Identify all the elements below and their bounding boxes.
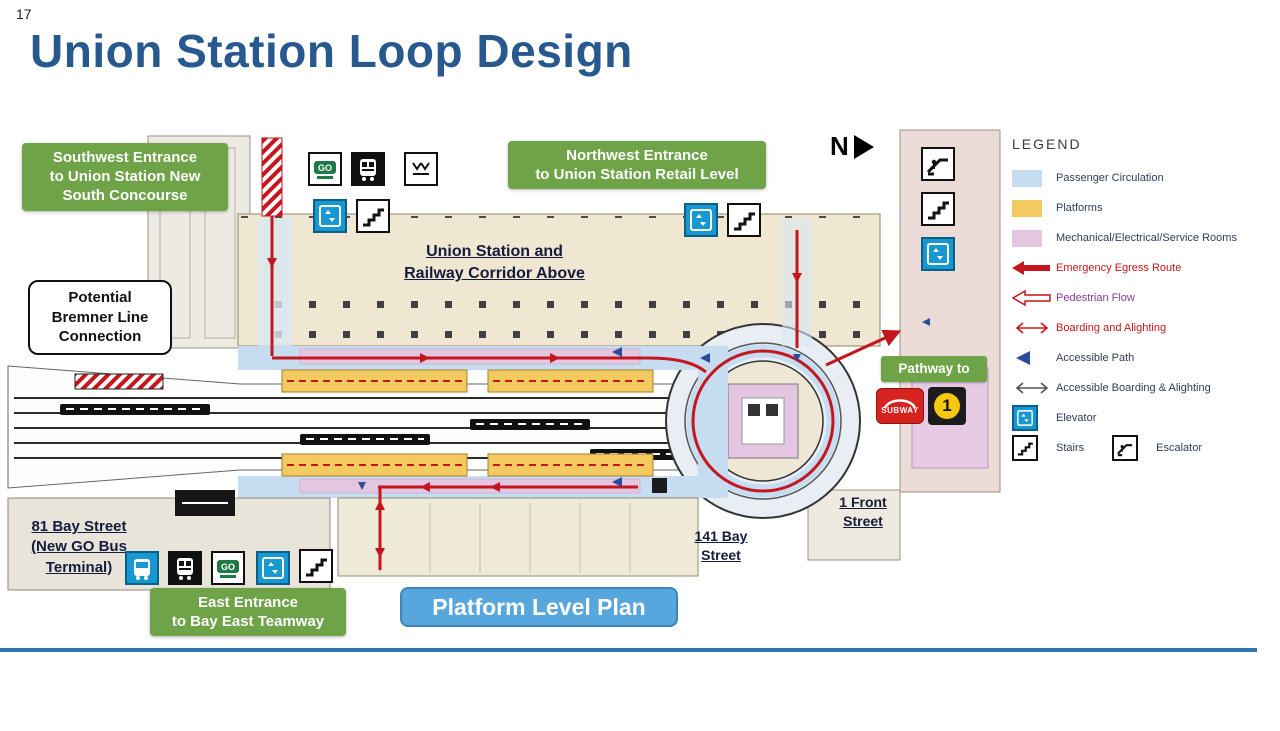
pathway-to-label: Pathway to <box>881 356 987 382</box>
callout-line: to Bay East Teamway <box>171 613 325 631</box>
legend-label: Escalator <box>1156 442 1202 454</box>
label-line: 81 Bay Street <box>31 518 127 535</box>
label-line: Union Station and <box>426 243 563 260</box>
label-line: Terminal) <box>45 558 113 576</box>
stairs-icon <box>356 199 390 233</box>
escalator-icon <box>1112 435 1139 461</box>
elevator-icon <box>1012 405 1038 431</box>
legend-item: Accessible Boarding & Alighting <box>1012 378 1280 398</box>
label-line: 141 Bay <box>694 528 748 544</box>
legend-item: Boarding and Alighting <box>1012 318 1280 338</box>
accessible-path-triangle-icon <box>1012 350 1056 366</box>
label-line: (New GO Bus <box>31 538 127 556</box>
note-line: Connection <box>58 328 142 345</box>
label-line: 1 Front <box>839 494 887 510</box>
callout-line: to Union Station New <box>49 168 201 186</box>
stairs-icon <box>299 549 333 583</box>
note-line: Bremner Line <box>51 308 149 326</box>
legend-item: Passenger Circulation <box>1012 168 1280 188</box>
legend-label: Boarding and Alighting <box>1056 322 1167 334</box>
stairs-icon <box>727 203 761 237</box>
legend-label: Passenger Circulation <box>1056 172 1164 184</box>
train-icon <box>351 152 385 186</box>
label-line: Railway Corridor Above <box>404 264 585 282</box>
mechanical-rooms-swatch <box>1012 229 1042 247</box>
legend-label: Accessible Path <box>1056 352 1135 364</box>
train-icon <box>168 551 202 585</box>
north-arrow: N <box>830 131 874 162</box>
bus-icon <box>125 551 159 585</box>
ttc-arc-icon <box>883 399 917 409</box>
plan-title-box: Platform Level Plan <box>400 587 678 627</box>
floor-plan <box>7 129 1001 591</box>
north-triangle-icon <box>853 134 874 159</box>
north-label: N <box>830 131 849 161</box>
stairs-icon <box>1012 435 1038 461</box>
legend-label: Accessible Boarding & Alighting <box>1056 382 1211 394</box>
line-1-badge: 1 <box>928 387 966 425</box>
go-transit-icon: GO <box>211 551 245 585</box>
label-141-bay-street: 141 Bay Street <box>663 527 779 565</box>
elevator-icon <box>921 237 955 271</box>
label-1-front-street: 1 Front Street <box>822 493 904 531</box>
platforms-swatch <box>1012 199 1042 217</box>
boarding-alighting-arrow-icon <box>1012 320 1056 336</box>
callout-southwest-entrance: Southwest Entrance to Union Station New … <box>22 143 228 211</box>
note-line: Potential <box>68 289 132 306</box>
elevator-icon <box>313 199 347 233</box>
elevator-icon <box>684 203 718 237</box>
accessible-boarding-arrow-icon <box>1012 380 1056 396</box>
legend-title: LEGEND <box>1012 136 1082 152</box>
callout-line: South Concourse <box>62 187 188 205</box>
svg-text:GO: GO <box>221 562 235 572</box>
passenger-circulation-swatch <box>1012 169 1042 187</box>
ttc-subway-badge: SUBWAY <box>876 388 924 424</box>
page-title: Union Station Loop Design <box>30 25 633 77</box>
pedestrian-flow-arrow-icon <box>1012 290 1056 306</box>
svg-text:GO: GO <box>318 163 332 173</box>
subway-label: SUBWAY <box>881 406 919 415</box>
callout-northwest-entrance: Northwest Entrance to Union Station Reta… <box>508 141 766 190</box>
legend-item: Mechanical/Electrical/Service Rooms <box>1012 228 1280 248</box>
callout-line: East Entrance <box>197 594 299 611</box>
go-transit-icon: GO <box>308 152 342 186</box>
legend-label: Emergency Egress Route <box>1056 262 1182 274</box>
emergency-egress-arrow-icon <box>1012 260 1056 276</box>
legend-label: Platforms <box>1056 202 1103 214</box>
legend-item: Stairs Escalator <box>1012 435 1280 461</box>
callout-line: Northwest Entrance <box>566 147 708 164</box>
page-number: 17 <box>16 6 32 22</box>
legend-item: Accessible Path <box>1012 348 1280 368</box>
callout-bremner-connection: Potential Bremner Line Connection <box>28 280 172 355</box>
legend: LEGEND Passenger Circulation Platforms M… <box>1012 136 1280 461</box>
arena-icon <box>404 152 438 186</box>
legend-item: Emergency Egress Route <box>1012 258 1280 278</box>
legend-label: Mechanical/Electrical/Service Rooms <box>1056 232 1237 244</box>
legend-item: Elevator <box>1012 405 1280 431</box>
label-line: Street <box>701 546 741 563</box>
legend-label: Stairs <box>1056 442 1085 454</box>
legend-item: Platforms <box>1012 198 1280 218</box>
callout-east-entrance: East Entrance to Bay East Teamway <box>150 588 346 637</box>
elevator-icon <box>256 551 290 585</box>
stairs-icon <box>921 192 955 226</box>
corridor-label: Union Station and Railway Corridor Above <box>352 241 637 284</box>
footer-divider <box>0 648 1257 652</box>
line-1-number: 1 <box>934 393 960 419</box>
legend-item: Pedestrian Flow <box>1012 288 1280 308</box>
callout-line: to Union Station Retail Level <box>535 166 739 184</box>
legend-label: Pedestrian Flow <box>1056 292 1135 304</box>
label-81-bay-street: 81 Bay Street (New GO Bus Terminal) <box>5 517 153 578</box>
callout-line: Southwest Entrance <box>52 149 198 166</box>
escalator-icon <box>921 147 955 181</box>
legend-label: Elevator <box>1056 412 1097 424</box>
label-line: Street <box>843 512 883 529</box>
